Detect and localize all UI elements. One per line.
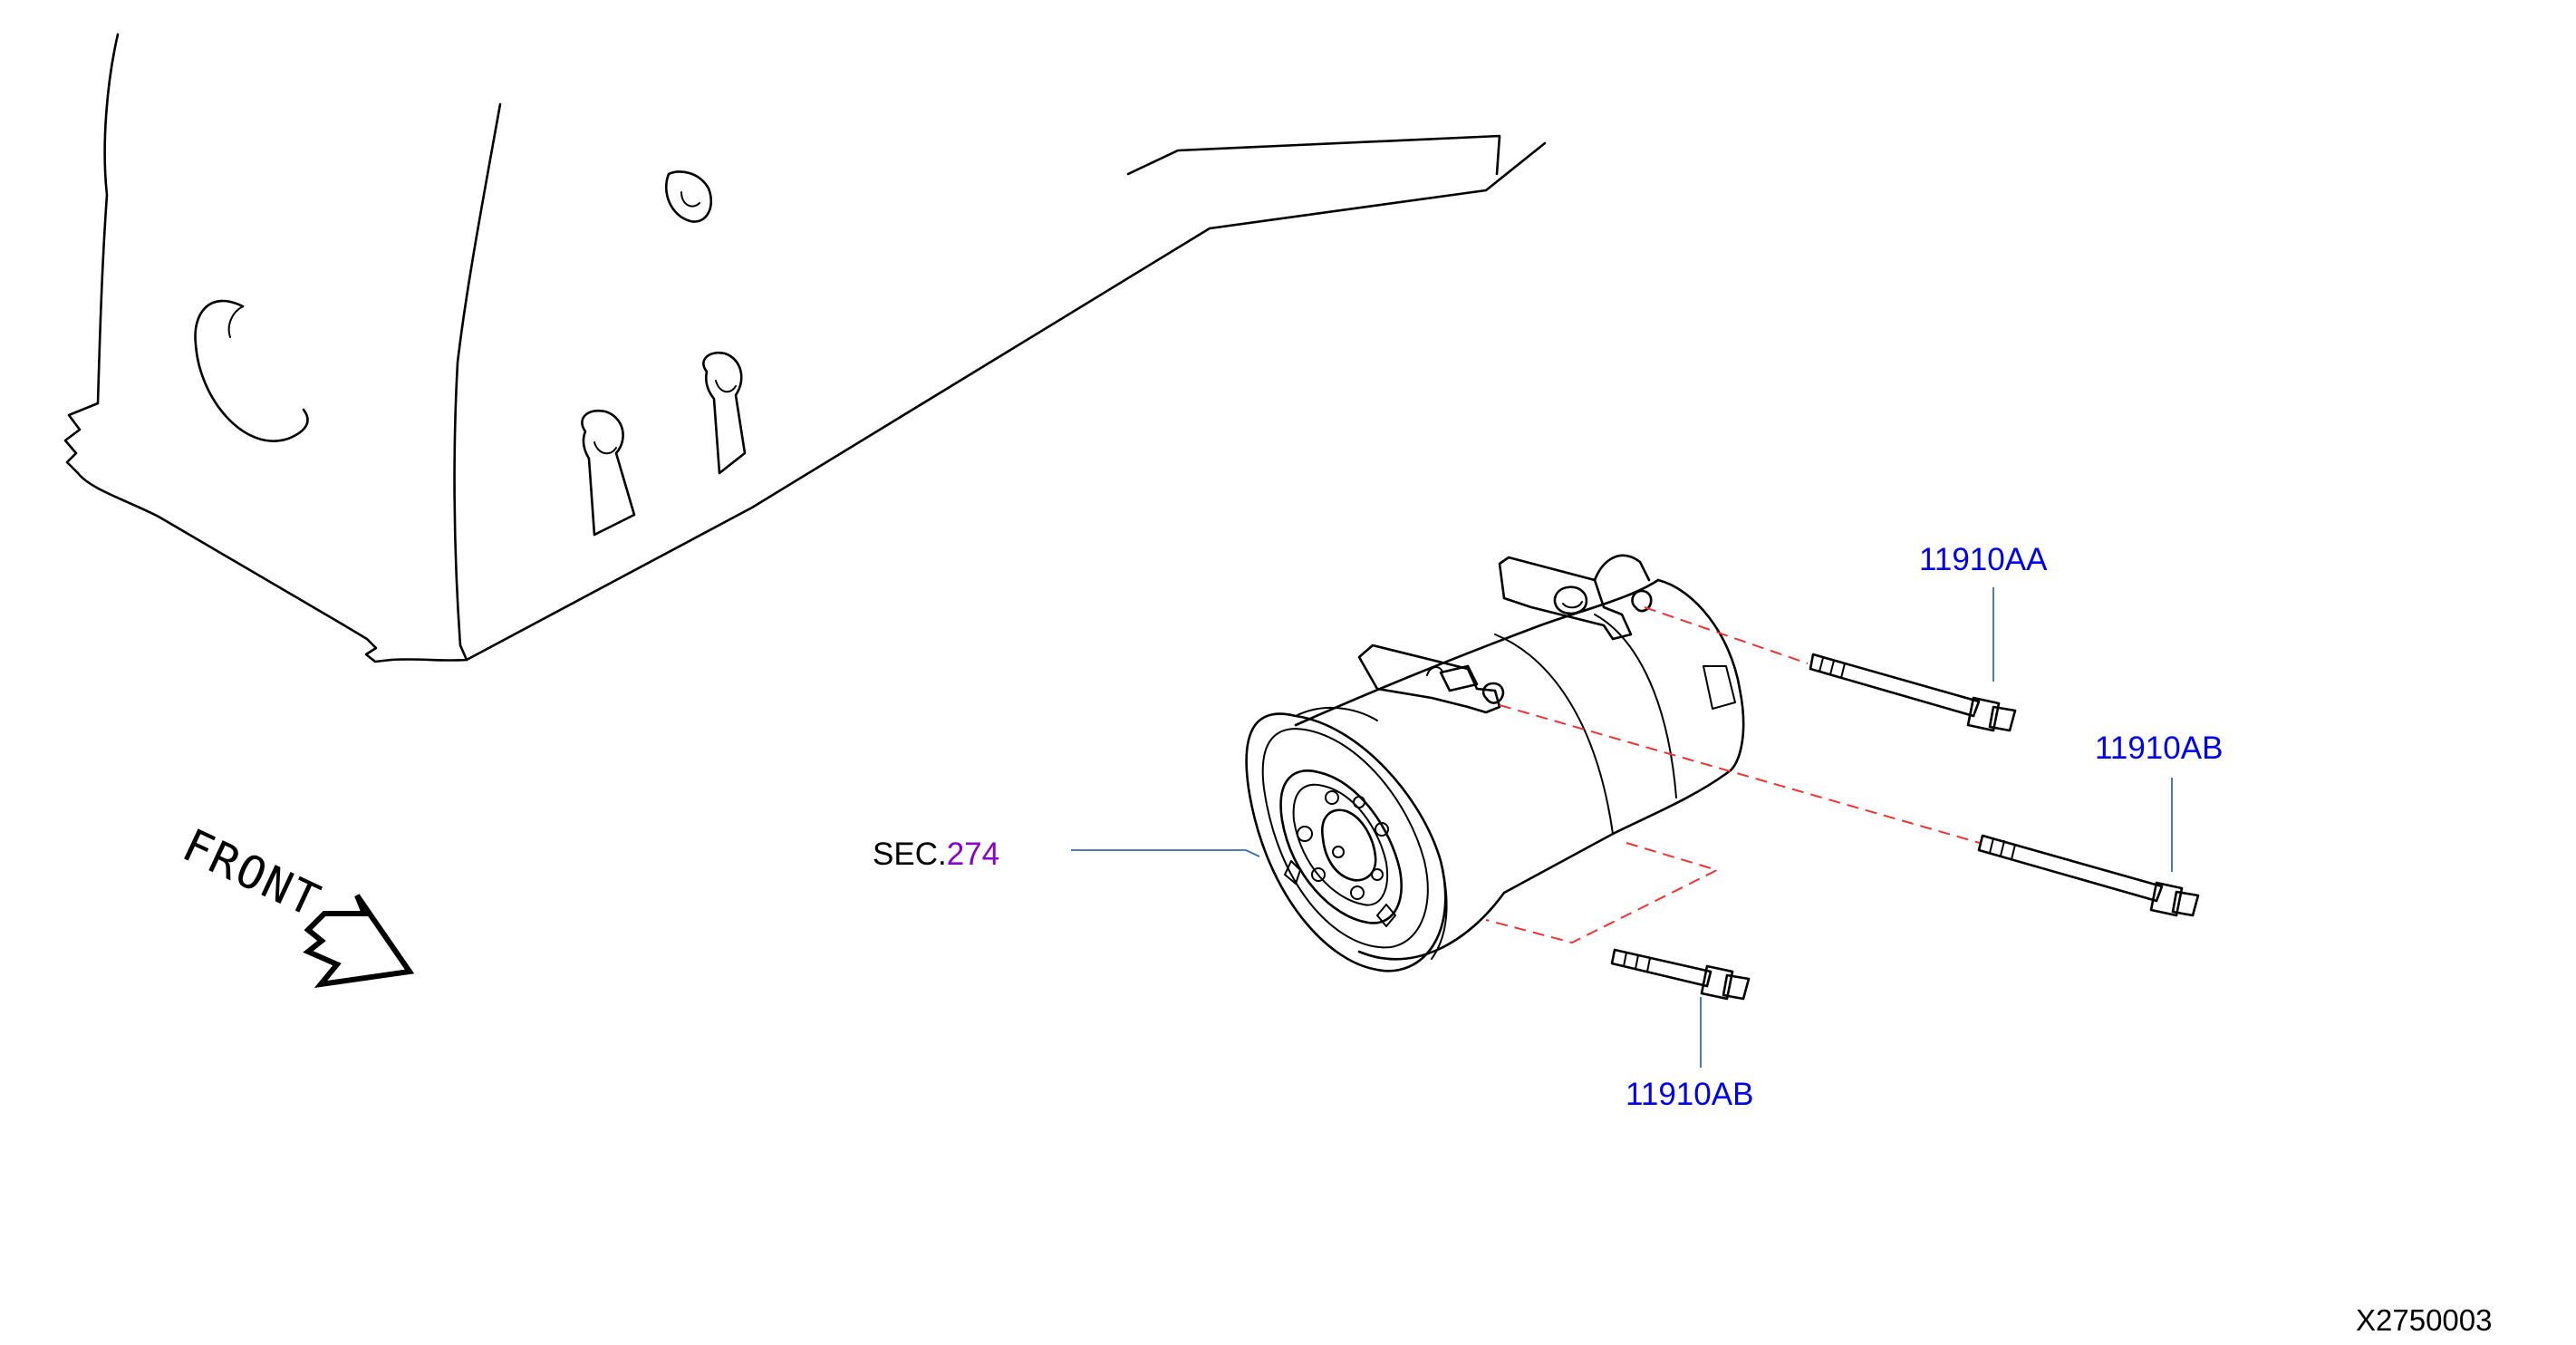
leader-lines [1071, 587, 2173, 1068]
dashed-assembly-guides [1485, 606, 1981, 944]
bolt-upper [1809, 653, 2017, 732]
bolt-middle [1977, 834, 2200, 917]
figure-id: X2750003 [2356, 1303, 2493, 1337]
ac-compressor [1245, 554, 1745, 972]
bolt-lower [1610, 948, 1751, 1001]
engine-block-outline [63, 33, 1547, 663]
section-reference[interactable]: SEC.274 [873, 838, 999, 870]
guide-upper-bolt [1644, 606, 1809, 664]
leader-section [1071, 849, 1260, 857]
front-arrow-icon [303, 894, 415, 989]
part-label-11910ab-lower: 11910AB [1626, 1077, 1754, 1112]
section-prefix: SEC. [873, 837, 947, 872]
guide-middle-bolt [1499, 704, 1981, 844]
front-direction-label: FRONT [175, 818, 329, 927]
guide-lower-bolt [1485, 842, 1720, 944]
front-direction-indicator: FRONT [175, 818, 415, 989]
block-mount-bosses [581, 170, 747, 537]
section-number-link[interactable]: 274 [946, 837, 1000, 872]
part-label-11910aa: 11910AA [1919, 542, 2048, 577]
part-label-11910ab-right: 11910AB [2095, 731, 2224, 766]
